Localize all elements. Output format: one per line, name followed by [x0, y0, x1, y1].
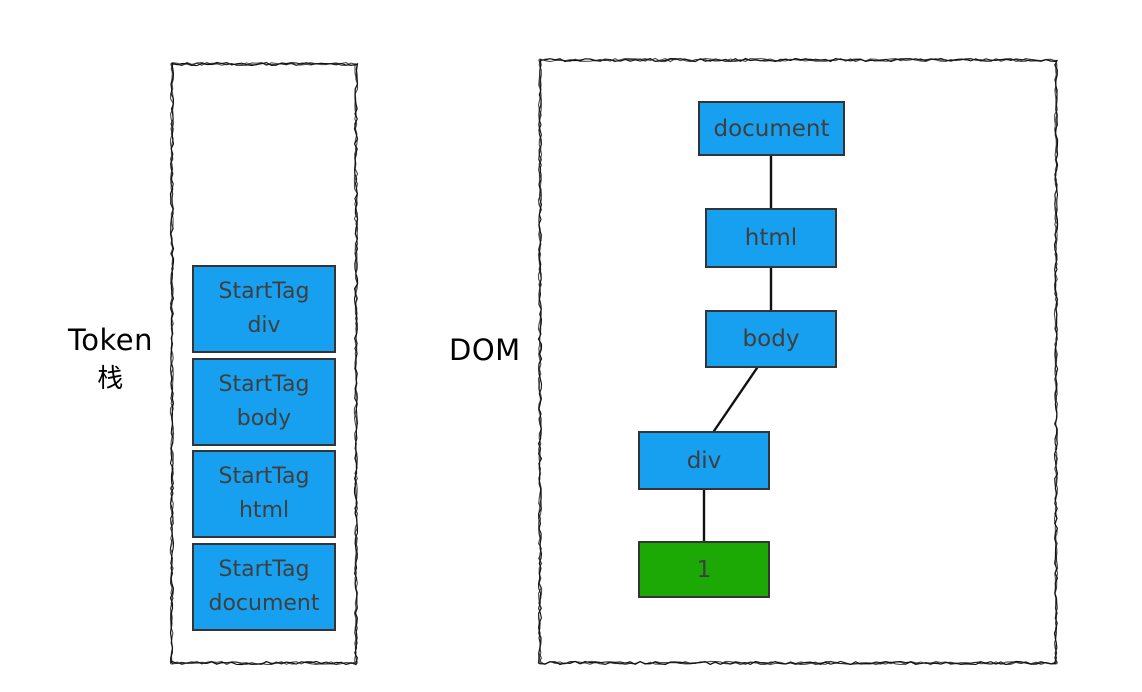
dom-label-line1: DOM: [449, 333, 521, 367]
token-label-line1: Token: [68, 323, 153, 357]
token-stack-item[interactable]: StartTaghtml: [192, 450, 336, 538]
token-stack-label: Token 栈: [68, 277, 153, 441]
token-label-line2: 栈: [68, 361, 153, 399]
token-item-tagname: div: [247, 309, 280, 343]
token-item-tagname: html: [239, 494, 289, 528]
dom-node-label: div: [687, 448, 722, 474]
dom-node-label: document: [713, 116, 829, 142]
token-stack-item[interactable]: StartTagbody: [192, 358, 336, 446]
token-item-tagname: body: [237, 402, 291, 436]
dom-tree-label: DOM: [449, 287, 521, 371]
dom-node-html[interactable]: html: [705, 208, 837, 268]
dom-node-text-1[interactable]: 1: [638, 541, 770, 598]
token-stack-item[interactable]: StartTagdiv: [192, 265, 336, 353]
token-item-type: StartTag: [219, 275, 310, 309]
dom-node-label: html: [745, 225, 797, 251]
dom-node-document[interactable]: document: [698, 101, 845, 156]
token-item-type: StartTag: [219, 368, 310, 402]
dom-node-label: 1: [697, 557, 712, 583]
dom-node-body[interactable]: body: [705, 310, 837, 368]
token-item-tagname: document: [209, 587, 320, 621]
token-item-type: StartTag: [219, 460, 310, 494]
dom-node-div[interactable]: div: [638, 431, 770, 490]
dom-node-label: body: [743, 326, 800, 352]
token-stack-item[interactable]: StartTagdocument: [192, 543, 336, 631]
token-item-type: StartTag: [219, 553, 310, 587]
